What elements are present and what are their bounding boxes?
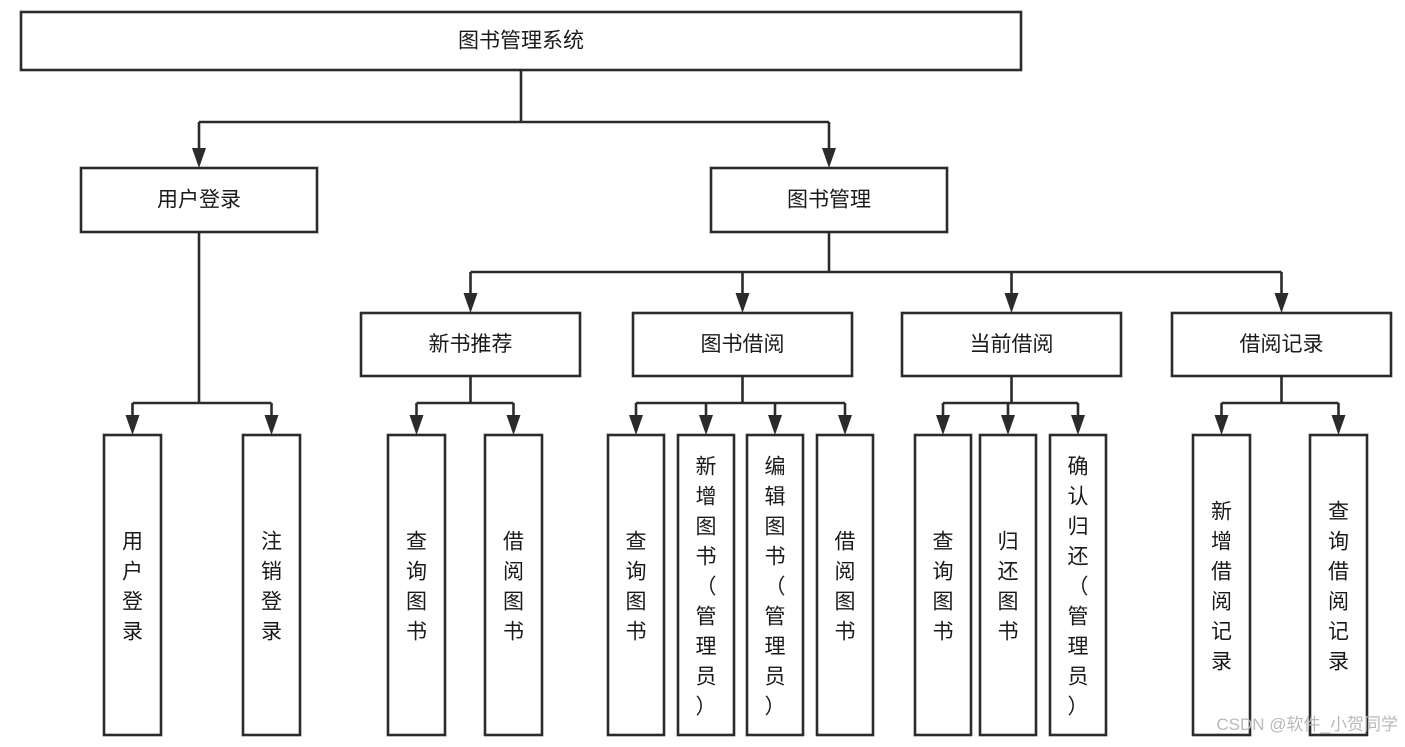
- node-label-leaf-query-book-borrow: 查询图书: [626, 530, 647, 643]
- node-box-leaf-query-book-current[interactable]: [913, 433, 973, 737]
- arrow-head-icon: [125, 415, 140, 435]
- node-leaf-query-borrow-record[interactable]: 查询借阅记录: [1308, 433, 1369, 737]
- node-leaf-query-book-current[interactable]: 查询图书: [913, 433, 973, 737]
- node-box-leaf-add-borrow-record[interactable]: [1191, 433, 1252, 737]
- node-label-leaf-query-book-rec: 查询图书: [406, 530, 427, 643]
- arrow-head-icon: [699, 415, 713, 435]
- node-label-leaf-borrow-book: 借阅图书: [835, 530, 856, 643]
- node-label-leaf-user-login: 用户登录: [122, 530, 143, 643]
- node-box-leaf-edit-book-admin[interactable]: [745, 433, 805, 737]
- node-box-leaf-return-book[interactable]: [978, 433, 1038, 737]
- arrow-head-icon: [936, 415, 950, 435]
- node-label-leaf-confirm-return-admin: 确认归还（管理员）: [1068, 455, 1089, 718]
- node-label-borrow-record: 借阅记录: [1240, 333, 1324, 356]
- node-box-leaf-add-book-admin[interactable]: [676, 433, 736, 737]
- node-box-current-borrow[interactable]: [900, 311, 1123, 378]
- node-box-user-login[interactable]: [79, 166, 319, 234]
- arrow-head-icon: [1274, 293, 1289, 313]
- node-root[interactable]: 图书管理系统: [19, 10, 1023, 72]
- arrow-head-icon: [838, 415, 852, 435]
- node-box-borrow-record[interactable]: [1170, 311, 1393, 378]
- node-leaf-user-logout[interactable]: 注销登录: [241, 433, 302, 737]
- node-box-root[interactable]: [19, 10, 1023, 72]
- node-label-book-manage: 图书管理: [787, 189, 871, 212]
- node-box-new-book-recommend[interactable]: [359, 311, 582, 378]
- node-leaf-edit-book-admin[interactable]: 编辑图书（管理员）: [745, 433, 805, 737]
- node-box-leaf-borrow-book[interactable]: [815, 433, 875, 737]
- node-leaf-return-book[interactable]: 归还图书: [978, 433, 1038, 737]
- node-leaf-query-book-borrow[interactable]: 查询图书: [606, 433, 666, 737]
- arrow-head-icon: [1004, 293, 1019, 313]
- node-leaf-confirm-return-admin[interactable]: 确认归还（管理员）: [1048, 433, 1108, 737]
- node-box-leaf-query-borrow-record[interactable]: [1308, 433, 1369, 737]
- node-box-book-borrow[interactable]: [631, 311, 854, 378]
- arrow-head-icon: [1001, 415, 1015, 435]
- node-box-leaf-query-book-borrow[interactable]: [606, 433, 666, 737]
- node-box-leaf-user-login[interactable]: [102, 433, 163, 737]
- node-box-leaf-confirm-return-admin[interactable]: [1048, 433, 1108, 737]
- node-leaf-borrow-book-rec[interactable]: 借阅图书: [483, 433, 544, 737]
- arrow-head-icon: [264, 415, 279, 435]
- node-leaf-borrow-book[interactable]: 借阅图书: [815, 433, 875, 737]
- node-label-leaf-user-logout: 注销登录: [261, 530, 282, 643]
- arrow-head-icon: [768, 415, 782, 435]
- node-label-leaf-borrow-book-rec: 借阅图书: [503, 530, 524, 643]
- arrow-head-icon: [629, 415, 643, 435]
- node-label-book-borrow: 图书借阅: [701, 333, 785, 356]
- node-label-leaf-return-book: 归还图书: [998, 530, 1019, 643]
- arrow-head-icon: [1331, 415, 1346, 435]
- node-label-current-borrow: 当前借阅: [970, 333, 1054, 356]
- node-label-leaf-add-borrow-record: 新增借阅记录: [1211, 500, 1232, 673]
- node-new-book-recommend[interactable]: 新书推荐: [359, 311, 582, 378]
- node-box-book-manage[interactable]: [709, 166, 949, 234]
- node-book-manage[interactable]: 图书管理: [709, 166, 949, 234]
- node-label-root: 图书管理系统: [458, 30, 584, 53]
- node-box-leaf-borrow-book-rec[interactable]: [483, 433, 544, 737]
- node-leaf-add-book-admin[interactable]: 新增图书（管理员）: [676, 433, 736, 737]
- connector-layer: [125, 70, 1346, 435]
- node-user-login[interactable]: 用户登录: [79, 166, 319, 234]
- csdn-watermark: CSDN @软件_小贺同学: [1216, 715, 1398, 734]
- arrow-head-icon: [1214, 415, 1229, 435]
- arrow-head-icon: [506, 415, 521, 435]
- node-leaf-user-login[interactable]: 用户登录: [102, 433, 163, 737]
- node-borrow-record[interactable]: 借阅记录: [1170, 311, 1393, 378]
- node-box-leaf-query-book-rec[interactable]: [386, 433, 447, 737]
- node-leaf-add-borrow-record[interactable]: 新增借阅记录: [1191, 433, 1252, 737]
- node-layer: 图书管理系统用户登录图书管理新书推荐图书借阅当前借阅借阅记录用户登录注销登录查询…: [19, 10, 1393, 737]
- node-label-leaf-query-book-current: 查询图书: [933, 530, 954, 643]
- node-leaf-query-book-rec[interactable]: 查询图书: [386, 433, 447, 737]
- node-current-borrow[interactable]: 当前借阅: [900, 311, 1123, 378]
- arrow-head-icon: [735, 293, 750, 313]
- arrow-head-icon: [463, 293, 478, 313]
- node-label-new-book-recommend: 新书推荐: [429, 333, 513, 356]
- arrow-head-icon: [192, 148, 206, 168]
- node-book-borrow[interactable]: 图书借阅: [631, 311, 854, 378]
- node-label-leaf-edit-book-admin: 编辑图书（管理员）: [765, 455, 786, 718]
- node-label-user-login: 用户登录: [157, 189, 241, 212]
- arrow-head-icon: [1071, 415, 1085, 435]
- node-label-leaf-query-borrow-record: 查询借阅记录: [1328, 500, 1349, 673]
- arrow-head-icon: [822, 148, 836, 168]
- node-label-leaf-add-book-admin: 新增图书（管理员）: [696, 455, 717, 718]
- node-box-leaf-user-logout[interactable]: [241, 433, 302, 737]
- arrow-head-icon: [409, 415, 424, 435]
